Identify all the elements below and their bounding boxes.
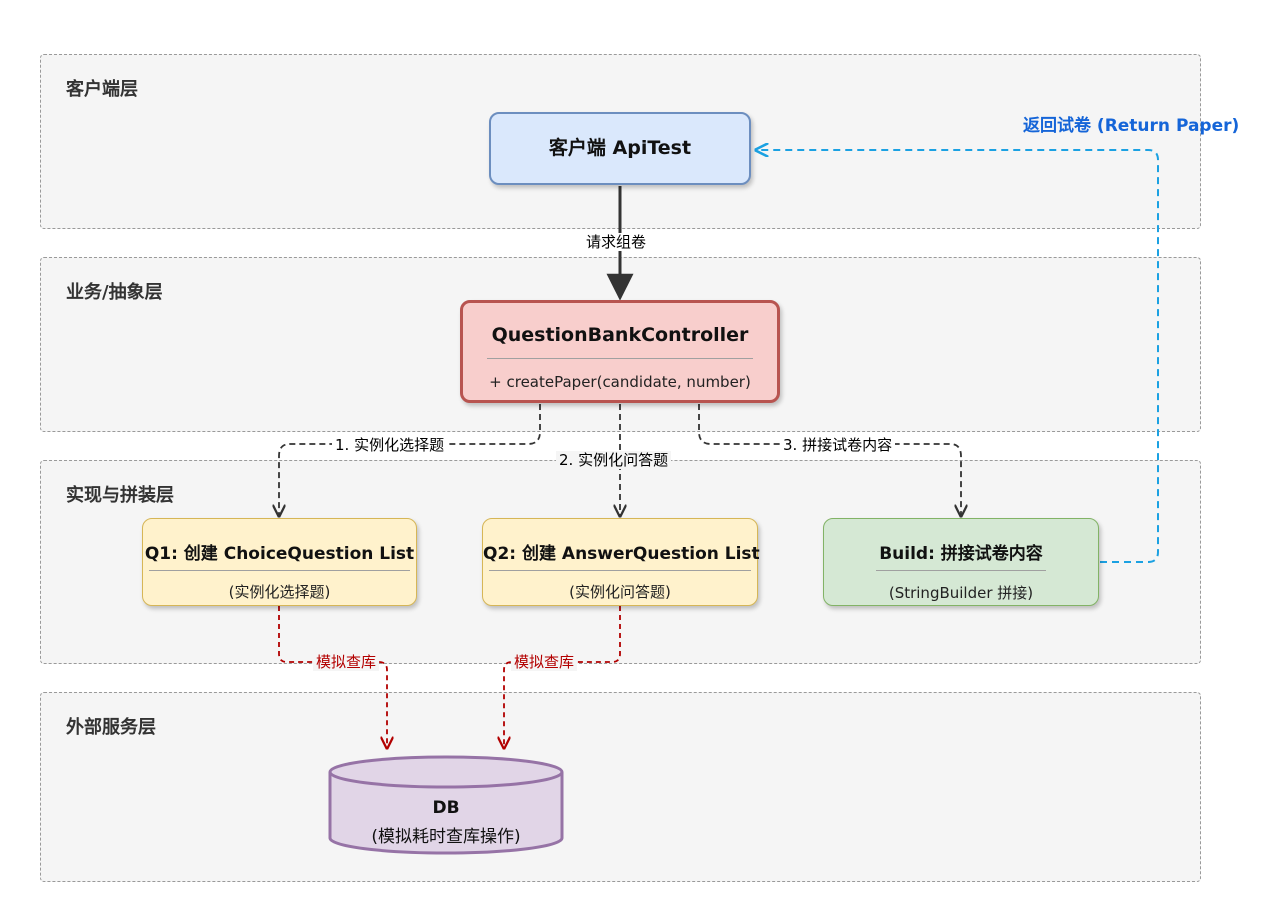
return-arrow [756, 150, 1159, 563]
step1-arrow [279, 404, 541, 516]
build-node-title: Build: 拼接试卷内容 [879, 544, 1043, 564]
return-label: 返回试卷 (Return Paper) [1023, 116, 1240, 136]
build-node-sub: (StringBuilder 拼接) [888, 584, 1034, 602]
client-layer-label: 客户端层 [66, 79, 138, 100]
step2-label: 2. 实例化问答题 [556, 451, 672, 469]
q2-node-title: Q2: 创建 AnswerQuestion List [483, 544, 760, 564]
q1-node-sub: (实例化选择题) [228, 583, 331, 601]
step3-arrow [698, 404, 961, 516]
query1-label: 模拟查库 [313, 653, 380, 671]
build-node: Build: 拼接试卷内容 (StringBuilder 拼接) [823, 518, 1099, 606]
q1-node: Q1: 创建 ChoiceQuestion List (实例化选择题) [142, 518, 417, 606]
query2-arrow [504, 606, 621, 748]
query1-arrow [278, 606, 387, 748]
client-node-title: 客户端 ApiTest [548, 137, 692, 159]
external-layer-label: 外部服务层 [66, 717, 156, 738]
db-title: DB [432, 798, 460, 818]
controller-node-title: QuestionBankController [491, 324, 749, 346]
impl-layer-label: 实现与拼装层 [66, 485, 174, 506]
external-layer: 外部服务层 [40, 692, 1201, 882]
q2-node-sub: (实例化问答题) [569, 583, 671, 601]
db-cylinder [328, 755, 564, 855]
q2-node-divider [489, 570, 751, 571]
q1-node-title: Q1: 创建 ChoiceQuestion List [144, 544, 415, 564]
controller-node-method: + createPaper(candidate, number) [489, 373, 751, 391]
controller-node-divider [487, 358, 753, 359]
business-layer-label: 业务/抽象层 [66, 282, 163, 303]
q2-node: Q2: 创建 AnswerQuestion List (实例化问答题) [482, 518, 760, 606]
db-sub: (模拟耗时查库操作) [371, 827, 521, 847]
client-node: 客户端 ApiTest [489, 112, 751, 185]
build-node-divider [876, 570, 1046, 571]
step1-label: 1. 实例化选择题 [332, 436, 448, 454]
request-label: 请求组卷 [583, 233, 650, 251]
query2-label: 模拟查库 [511, 653, 578, 671]
controller-node: QuestionBankController + createPaper(can… [460, 300, 780, 403]
q1-node-divider [149, 570, 410, 571]
step3-label: 3. 拼接试卷内容 [780, 436, 896, 454]
